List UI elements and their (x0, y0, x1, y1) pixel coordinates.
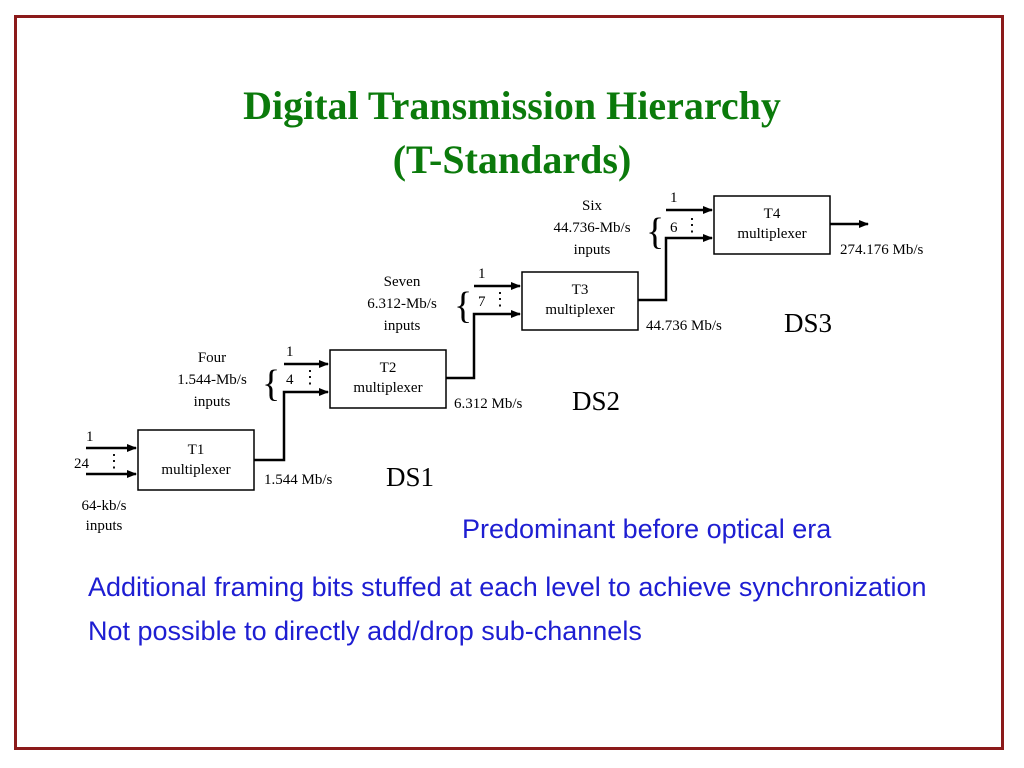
t2-input-desc-line1: Four (198, 350, 226, 366)
t4-block-name: T4 (764, 206, 781, 222)
ds1-label: DS1 (386, 462, 434, 492)
t3-input-dots: ⋮ (491, 289, 509, 309)
slide-title-line1: Digital Transmission Hierarchy (243, 83, 781, 128)
t4-input-desc-line2: 44.736-Mb/s (553, 220, 630, 236)
t3-input-first: 1 (478, 266, 486, 282)
t4-input-last: 6 (670, 220, 678, 236)
t2-input-last: 4 (286, 372, 294, 388)
t2-block-name: T2 (380, 360, 397, 376)
t2-input-dots: ⋮ (301, 367, 319, 387)
slide-border (14, 15, 1004, 750)
t3-input-desc-line3: inputs (384, 318, 421, 334)
t2-output-path (446, 310, 521, 380)
t1-input-last: 24 (74, 456, 90, 472)
slide-title-line2: (T-Standards) (392, 137, 632, 182)
t3-brace: { (454, 285, 472, 327)
t3-input-desc-line2: 6.312-Mb/s (367, 296, 437, 312)
t1-block-type: multiplexer (161, 462, 230, 478)
t2-input-desc-line3: inputs (194, 394, 231, 410)
t2-input-desc-line2: 1.544-Mb/s (177, 372, 247, 388)
t4-block (713, 195, 831, 255)
t1-block (137, 429, 255, 491)
t1-block-name: T1 (188, 442, 205, 458)
t4-brace: { (646, 211, 664, 253)
t3-input-desc-line1: Seven (384, 274, 421, 290)
t2-block-type: multiplexer (353, 380, 422, 396)
t3-block (521, 271, 639, 331)
t3-block-name: T3 (572, 282, 589, 298)
t3-output-path (638, 234, 713, 302)
bullet-item: Not possible to directly add/drop sub-ch… (88, 616, 642, 646)
t1-input-first: 1 (86, 429, 94, 445)
t1-input-desc-line2: inputs (86, 518, 123, 534)
t1-output-path (254, 388, 329, 462)
era-note: Predominant before optical era (462, 514, 832, 544)
t2-input-first: 1 (286, 344, 294, 360)
t4-input-dots: ⋮ (683, 215, 701, 235)
t4-output-rate: 274.176 Mb/s (840, 242, 924, 258)
t4-input-first: 1 (670, 190, 678, 206)
t1-input-desc-line1: 64-kb/s (82, 498, 127, 514)
t1-output-rate: 1.544 Mb/s (264, 472, 333, 488)
t2-block (329, 349, 447, 409)
ds3-label: DS3 (784, 308, 832, 338)
t3-output-rate: 44.736 Mb/s (646, 318, 722, 334)
ds2-label: DS2 (572, 386, 620, 416)
t2-brace: { (262, 363, 280, 405)
t4-input-desc-line3: inputs (574, 242, 611, 258)
bullet-list: Additional framing bits stuffed at each … (88, 570, 958, 658)
t4-block-type: multiplexer (737, 226, 806, 242)
bullet-item: Additional framing bits stuffed at each … (88, 572, 927, 602)
t4-input-desc-line1: Six (582, 198, 603, 214)
t1-input-dots: ⋮ (105, 451, 123, 471)
t3-input-last: 7 (478, 294, 486, 310)
t2-output-rate: 6.312 Mb/s (454, 396, 523, 412)
t3-block-type: multiplexer (545, 302, 614, 318)
